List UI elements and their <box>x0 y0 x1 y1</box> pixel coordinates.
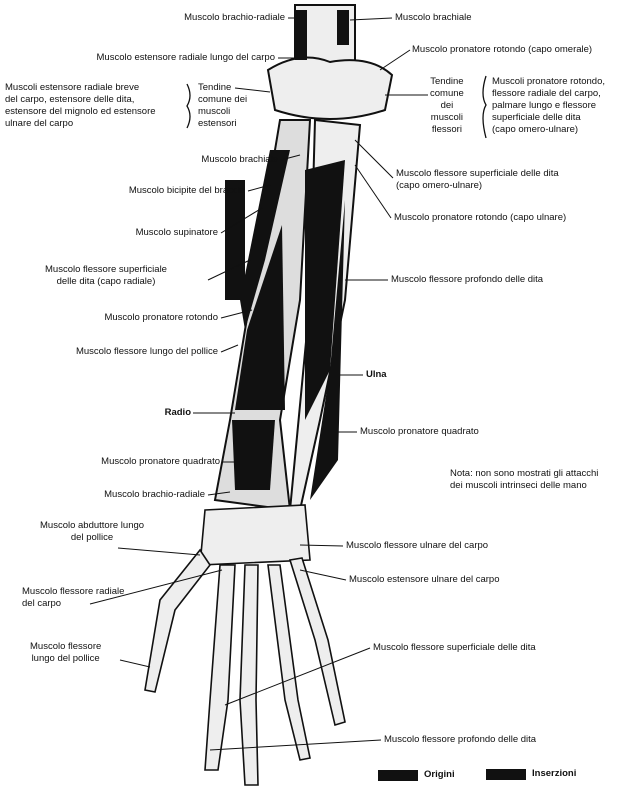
label-flessore-prof-dita: Muscolo flessore profondo delle dita <box>384 734 537 745</box>
label-flessori-group: Muscoli pronatore rotondo, flessore radi… <box>492 76 606 135</box>
leader-lines <box>89 17 428 751</box>
muscle-attachments <box>225 10 349 500</box>
label-brachiale-right: Muscolo brachiale <box>395 12 472 23</box>
label-bicipite: Muscolo bicipite del braccio <box>128 185 245 196</box>
label-brachioradiale-top: Muscolo brachio-radiale <box>184 12 285 23</box>
legend-inserzioni-label: Inserzioni <box>532 768 577 779</box>
label-flessore-lungo-pollice: Muscolo flessore lungo del pollice <box>75 346 218 357</box>
label-flessore-ulnare-carpo: Muscolo flessore ulnare del carpo <box>346 540 489 551</box>
note-text: Nota: non sono mostrati gli attacchi dei… <box>450 468 599 491</box>
label-supinatore: Muscolo supinatore <box>135 227 218 238</box>
hand-bones <box>144 504 346 786</box>
legend-origini-label: Origini <box>424 769 455 780</box>
label-pronatore-rotondo: Muscolo pronatore rotondo <box>104 312 218 323</box>
label-estensore-ulnare-carpo: Muscolo estensore ulnare del carpo <box>349 574 500 585</box>
label-flessore-profondo: Muscolo flessore profondo delle dita <box>391 274 544 285</box>
label-pronatore-omerale: Muscolo pronatore rotondo (capo omerale) <box>412 44 593 55</box>
label-tendine-flessori: Tendine comune dei muscoli flessori <box>430 76 464 135</box>
humerus <box>266 4 394 120</box>
label-brachioradiale-bottom: Muscolo brachio-radiale <box>104 489 205 500</box>
label-flessore-sup-omeroulnare: Muscolo flessore superficiale delle dita… <box>396 168 559 191</box>
label-flessore-sup-radiale: Muscolo flessore superficiale delle dita… <box>45 264 167 287</box>
label-ulna: Ulna <box>366 369 387 380</box>
braces <box>186 75 487 139</box>
label-estensore-radiale-lungo: Muscolo estensore radiale lungo del carp… <box>96 52 276 63</box>
label-pronatore-quadrato-right: Muscolo pronatore quadrato <box>360 426 479 437</box>
legend-origini-swatch <box>378 770 418 781</box>
label-pronatore-quadrato-left: Muscolo pronatore quadrato <box>101 456 220 467</box>
legend-inserzioni-swatch <box>486 769 526 780</box>
label-flessore-lungo-pollice-2: Muscolo flessore lungo del pollice <box>30 641 102 664</box>
label-estensori-group: Muscoli estensore radiale breve del carp… <box>5 82 156 129</box>
label-brachiale-left: Muscolo brachiale <box>201 154 278 165</box>
label-flessore-sup-dita: Muscolo flessore superficiale delle dita <box>373 642 536 653</box>
label-flessore-radiale-carpo: Muscolo flessore radiale del carpo <box>22 586 125 609</box>
label-tendine-estensori: Tendine comune dei muscoli estensori <box>198 82 248 129</box>
label-radio: Radio <box>164 407 191 418</box>
label-pronatore-ulnare: Muscolo pronatore rotondo (capo ulnare) <box>394 212 567 223</box>
label-abduttore-pollice: Muscolo abduttore lungo del pollice <box>40 520 145 543</box>
